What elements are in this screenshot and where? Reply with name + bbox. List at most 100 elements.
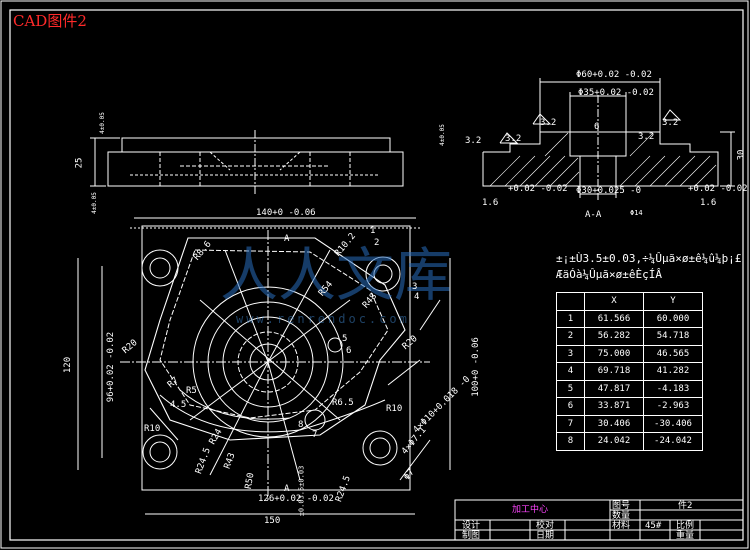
title-block-part: 件2 (678, 501, 693, 511)
dim-plan-r10a: R10 (386, 404, 403, 414)
table-cell: 4 (556, 362, 585, 381)
point-label-4: 4 (414, 292, 420, 302)
dim-plan-120: 120 (63, 356, 74, 374)
dim-plan-100: 100+0 -0.06 (470, 337, 481, 397)
title-block-lines (454, 499, 744, 541)
note-line-1: ±¡±Ù3.5±0.03,÷¼Ûµã×ø±ê¼û¼þ¡£ (556, 252, 742, 265)
point-label-2: 2 (374, 238, 380, 248)
dim-plan-140: 140+0 -0.06 (256, 208, 316, 218)
drawing-title: CAD图件2 (13, 12, 87, 30)
dim-sec-phi30: Φ30+0.025 -0 (576, 186, 642, 196)
point-label-3: 3 (412, 282, 418, 292)
dim-top-tol-2: 4±0.05 (90, 192, 98, 214)
table-cell: 24.042 (584, 432, 644, 451)
table-cell: 46.565 (643, 344, 703, 363)
dim-sec-30: 30 (736, 149, 747, 161)
title-block-material-label: 材料 (612, 521, 631, 531)
section-mark-top: A (284, 234, 290, 244)
point-label-8: 8 (298, 420, 304, 430)
dim-sec-32a: 3.2 (465, 136, 482, 146)
table-header-x: X (584, 292, 644, 311)
dim-sec-phi35: Φ35+0.02 -0.02 (578, 88, 654, 98)
dim-plan-96: 96+0.02 -0.02 (106, 331, 117, 403)
title-block-quantity: 数量 (612, 511, 631, 521)
dim-plan-r65: R6.5 (332, 398, 354, 408)
title-block-drawing-no: 图号 (612, 501, 631, 511)
dim-sec-tol-left: +0.02 -0.02 (508, 184, 568, 194)
table-cell: 7 (556, 414, 585, 433)
point-label-6: 6 (346, 346, 352, 356)
point-label-1: 1 (370, 226, 376, 236)
dim-sec-phi14: Φ14 (630, 209, 643, 217)
section-a-a-view (482, 78, 735, 200)
table-cell: -2.963 (643, 397, 703, 416)
title-block-name: 加工中心 (512, 505, 549, 515)
dim-sec-32e: 3.2 (662, 118, 679, 128)
table-cell: 2 (556, 327, 585, 346)
table-cell: 33.871 (584, 397, 644, 416)
table-cell: 69.718 (584, 362, 644, 381)
dim-top-25: 25 (74, 157, 85, 169)
dim-sec-16a: 1.6 (482, 198, 499, 208)
dim-sec-tol-right: +0.02 -0.02 (688, 184, 748, 194)
table-cell: 1 (556, 309, 585, 328)
dim-sec-phi60: Φ60+0.02 -0.02 (576, 70, 652, 80)
section-mark-bottom: A (284, 484, 290, 494)
dim-top-tol-1: 4±0.05 (98, 112, 106, 134)
title-block-design: 设计 (462, 521, 481, 531)
point-label-5: 5 (342, 334, 348, 344)
dim-sec-32d: 3.2 (638, 132, 655, 142)
section-label: A-A (585, 210, 602, 220)
dim-plan-126: 126+0.02 -0.02 (258, 494, 334, 504)
table-cell: 61.566 (584, 309, 644, 328)
top-elevation-view (90, 130, 404, 195)
title-block-scale: 比例 (676, 521, 695, 531)
dim-plan-45: 4.5 (170, 400, 187, 410)
table-header-y: Y (643, 292, 703, 311)
title-block-check: 校对 (536, 521, 555, 531)
dim-sec-32b: 3.2 (505, 134, 522, 144)
dim-sec-tol: 4±0.05 (438, 124, 446, 146)
table-cell: -30.406 (643, 414, 703, 433)
dim-sec-6: 6 (594, 122, 600, 132)
table-cell: 3 (556, 344, 585, 363)
table-header-row: X Y (556, 292, 703, 311)
title-block-material: 45# (645, 521, 662, 531)
dim-plan-r10b: R10 (144, 424, 161, 434)
table-cell: 60.000 (643, 309, 703, 328)
dim-plan-r5: R5 (186, 386, 197, 396)
plan-view (77, 217, 451, 515)
title-block-date: 日期 (536, 531, 555, 541)
table-cell: 41.282 (643, 362, 703, 381)
table-cell: -4.183 (643, 379, 703, 398)
table-cell: 54.718 (643, 327, 703, 346)
table-cell: 6 (556, 397, 585, 416)
dim-sec-32c: 3.2 (540, 118, 557, 128)
table-cell: 75.000 (584, 344, 644, 363)
dim-sec-16b: 1.6 (700, 198, 717, 208)
watermark-text: 人人文库 (220, 241, 453, 309)
table-cell: 5 (556, 379, 585, 398)
watermark-url: www.renrendoc.com (236, 312, 410, 326)
drawing-border (9, 9, 744, 541)
table-cell: 30.406 (584, 414, 644, 433)
table-cell: 8 (556, 432, 585, 451)
table-header (556, 292, 585, 311)
dim-plan-150: 150 (264, 516, 281, 526)
title-block-weight: 重量 (676, 531, 695, 541)
table-cell: 47.817 (584, 379, 644, 398)
table-cell: -24.042 (643, 432, 703, 451)
title-block-drafting: 制图 (462, 531, 481, 541)
point-label-7: 7 (312, 430, 318, 440)
